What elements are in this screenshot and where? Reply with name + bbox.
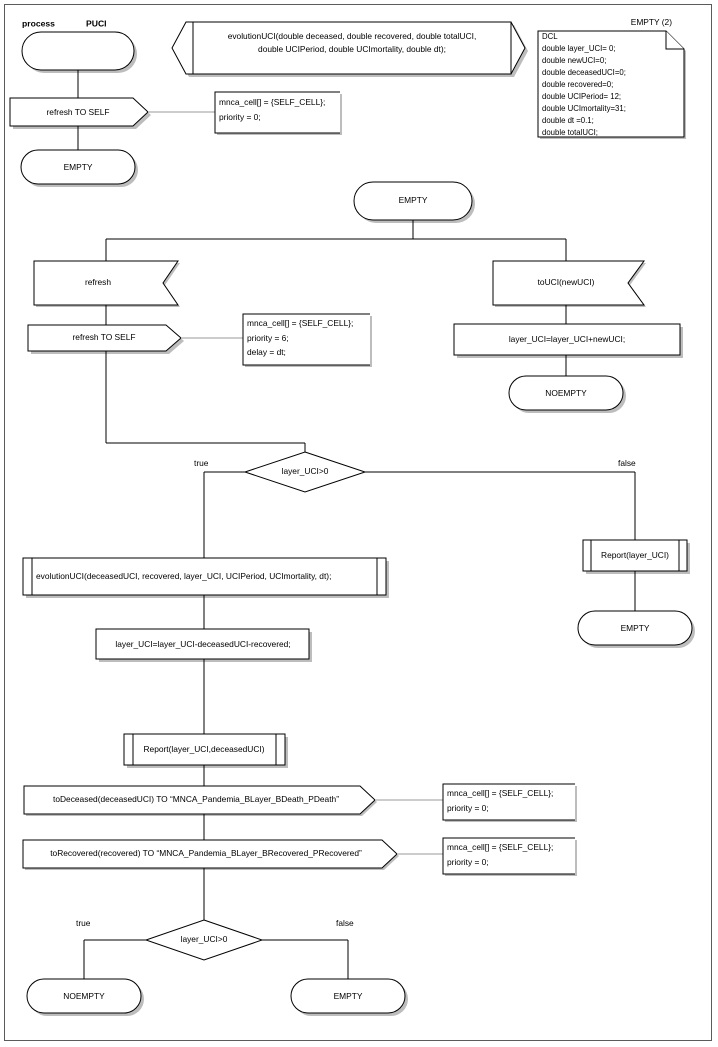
call-report-layer-deceased-label: Report(layer_UCI,deceasedUCI) <box>143 744 264 754</box>
declaration-line-6: double dt =0.1; <box>542 116 594 125</box>
output-refresh-to-self-main-label: refresh TO SELF <box>73 332 136 342</box>
decision-layer-top: layer_UCI>0 <box>243 451 367 493</box>
comment-refresh-main-line3: delay = dt; <box>247 347 286 357</box>
start-state-symbol <box>21 31 137 73</box>
comment-torecovered-line1: mnca_cell[] = {SELF_CELL}; <box>447 842 553 852</box>
state-empty-main: EMPTY <box>353 181 475 223</box>
decision-layer-bottom: layer_UCI>0 <box>144 919 264 961</box>
call-evolutionuci-label: evolutionUCI(deceasedUCI, recovered, lay… <box>36 571 331 581</box>
procedure-header-line2: double UCIPeriod, double UCImortality, d… <box>258 44 446 54</box>
branch-label-bottom-true: true <box>76 918 91 928</box>
process-name: PUCI <box>86 18 107 28</box>
comment-refresh-main-line1: mnca_cell[] = {SELF_CELL}; <box>247 318 353 328</box>
branch-label-top-true: true <box>194 458 209 468</box>
state-empty-bottom: EMPTY <box>290 978 408 1016</box>
declaration-line-2: double deceasedUCI=0; <box>542 68 626 77</box>
state-empty-bottom-label: EMPTY <box>334 991 363 1001</box>
input-touci-label: toUCI(newUCI) <box>538 277 595 287</box>
comment-todeceased: mnca_cell[] = {SELF_CELL}; priority = 0; <box>442 783 577 822</box>
state-empty-main-label: EMPTY <box>399 195 428 205</box>
call-report-layer-deceased: Report(layer_UCI,deceasedUCI) <box>123 733 288 768</box>
task-layer-add-label: layer_UCI=layer_UCI+newUCI; <box>509 334 625 344</box>
comment-torecovered-line2: priority = 0; <box>447 857 489 867</box>
task-layer-sub: layer_UCI=layer_UCI-deceasedUCI-recovere… <box>95 628 312 662</box>
decision-layer-top-label: layer_UCI>0 <box>282 466 329 476</box>
call-report-layer: Report(layer_UCI) <box>582 539 690 574</box>
output-todeceased-label: toDeceased(deceasedUCI) TO “MNCA_Pandemi… <box>53 794 339 804</box>
state-noempty-bottom-label: NOEMPTY <box>63 991 105 1001</box>
declaration-line-4: double UCIPeriod= 12; <box>542 92 621 101</box>
branch-label-bottom-false: false <box>336 918 354 928</box>
declaration-line-0: double layer_UCI= 0; <box>542 44 615 53</box>
input-touci: toUCI(newUCI) <box>492 260 646 307</box>
output-todeceased: toDeceased(deceasedUCI) TO “MNCA_Pandemi… <box>23 785 377 816</box>
procedure-header-line1: evolutionUCI(double deceased, double rec… <box>228 31 477 41</box>
input-refresh-label: refresh <box>85 277 111 287</box>
task-layer-add: layer_UCI=layer_UCI+newUCI; <box>453 323 683 358</box>
state-empty-top: EMPTY <box>20 149 138 187</box>
page-label: EMPTY (2) <box>631 17 672 27</box>
input-refresh: refresh <box>33 260 180 307</box>
call-report-layer-label: Report(layer_UCI) <box>601 550 669 560</box>
comment-todeceased-line1: mnca_cell[] = {SELF_CELL}; <box>447 788 553 798</box>
decision-layer-bottom-label: layer_UCI>0 <box>181 934 228 944</box>
procedure-header-symbol: evolutionUCI(double deceased, double rec… <box>171 21 528 77</box>
output-torecovered: toRecovered(recovered) TO “MNCA_Pandemia… <box>22 839 399 870</box>
output-torecovered-label: toRecovered(recovered) TO “MNCA_Pandemia… <box>50 848 362 858</box>
comment-refresh-main-line2: priority = 6; <box>247 333 289 343</box>
state-noempty-bottom: NOEMPTY <box>26 978 144 1016</box>
process-keyword: process <box>22 18 55 28</box>
declaration-line-3: double recovered=0; <box>542 80 613 89</box>
state-empty-right-label: EMPTY <box>621 623 650 633</box>
comment-todeceased-line2: priority = 0; <box>447 803 489 813</box>
comment-refresh-main: mnca_cell[] = {SELF_CELL}; priority = 6;… <box>242 313 372 367</box>
declaration-note: DCL double layer_UCI= 0; double newUCI=0… <box>537 30 686 139</box>
comment-torecovered: mnca_cell[] = {SELF_CELL}; priority = 0; <box>442 837 577 876</box>
comment-top-line1: mnca_cell[] = {SELF_CELL}; <box>219 97 325 107</box>
declaration-line-7: double totalUCI; <box>542 128 598 137</box>
state-empty-right: EMPTY <box>577 610 695 648</box>
branch-label-top-false: false <box>618 458 636 468</box>
state-noempty-right: NOEMPTY <box>508 375 626 413</box>
output-refresh-to-self-main: refresh TO SELF <box>27 324 184 354</box>
declaration-title: DCL <box>542 32 558 41</box>
output-refresh-to-self-top: refresh TO SELF <box>9 97 151 129</box>
comment-top: mnca_cell[] = {SELF_CELL}; priority = 0; <box>214 91 342 135</box>
declaration-line-1: double newUCI=0; <box>542 56 606 65</box>
output-refresh-to-self-top-label: refresh TO SELF <box>47 107 110 117</box>
state-noempty-right-label: NOEMPTY <box>545 388 587 398</box>
task-layer-sub-label: layer_UCI=layer_UCI-deceasedUCI-recovere… <box>115 639 290 649</box>
state-empty-top-label: EMPTY <box>64 162 93 172</box>
comment-top-line2: priority = 0; <box>219 112 261 122</box>
declaration-line-5: double UCImortality=31; <box>542 104 626 113</box>
call-evolutionuci: evolutionUCI(deceasedUCI, recovered, lay… <box>22 557 389 598</box>
